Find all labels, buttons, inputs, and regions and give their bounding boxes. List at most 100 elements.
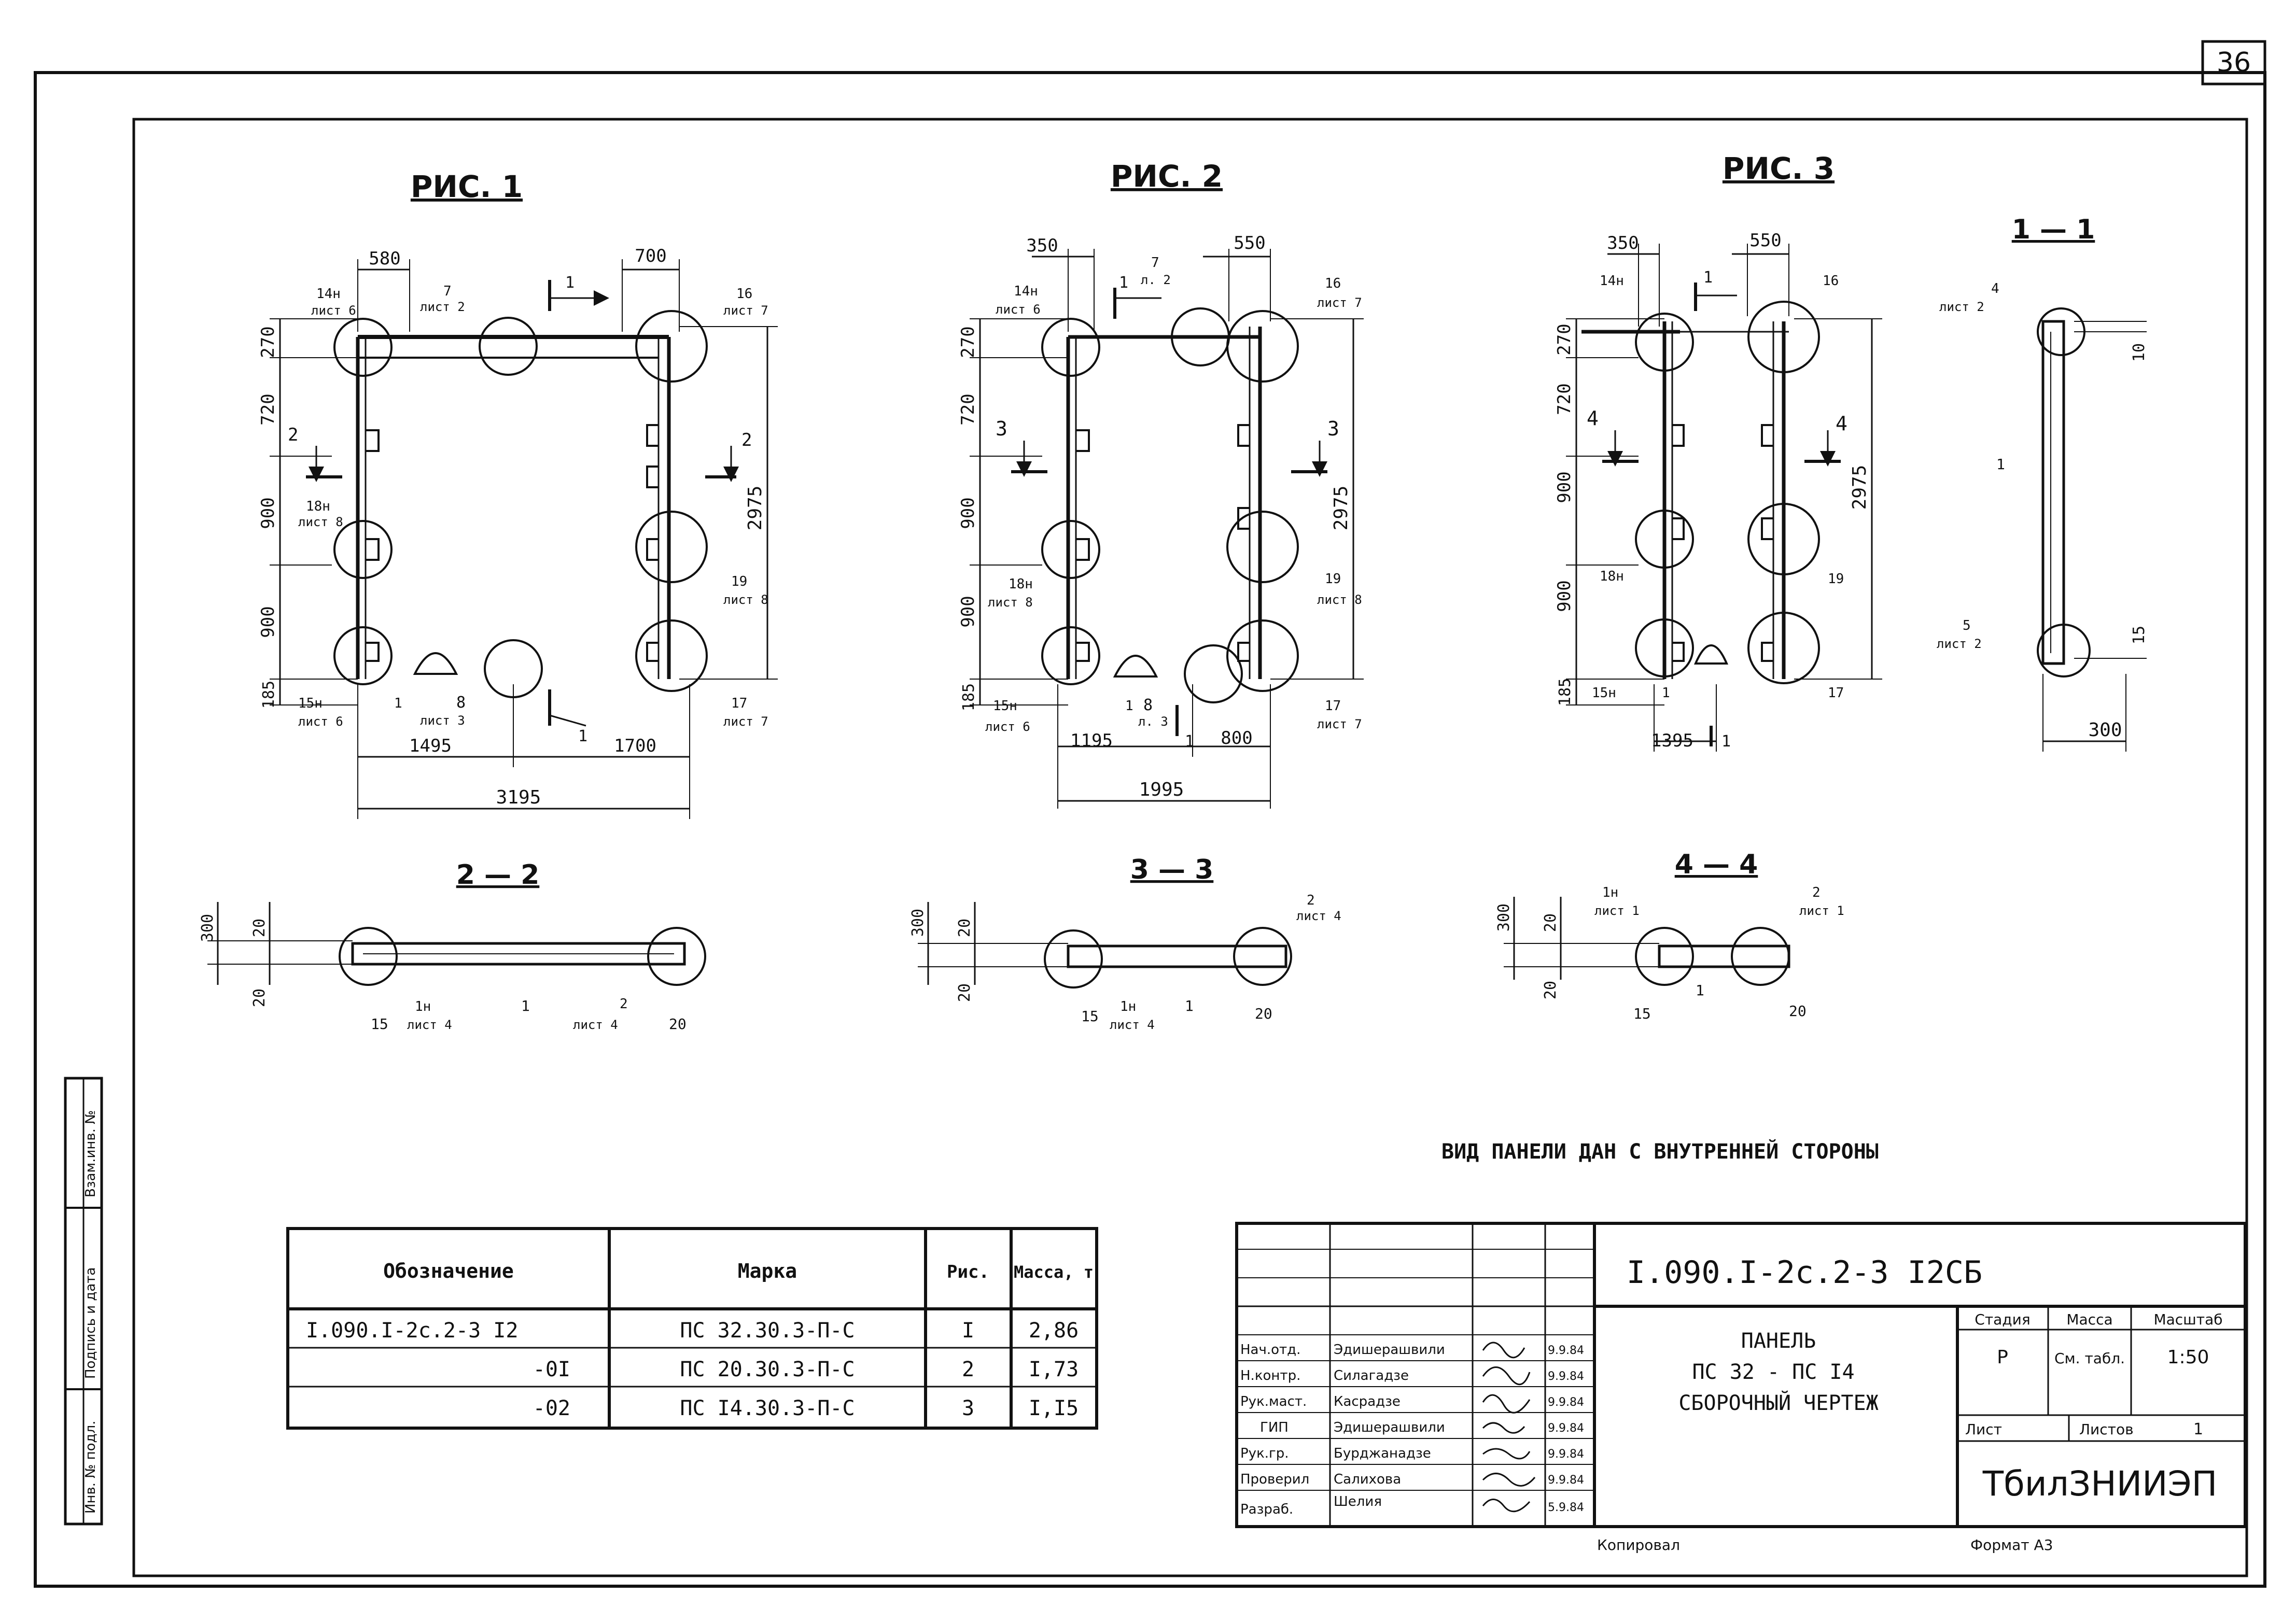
section-1-1-label-5-sheet: лист 2 [1937,637,1982,651]
fig3-callout-18n: 18н [1600,569,1624,584]
section-3-3-label-1: 1 [1185,997,1194,1014]
fig1-dim-top-1: 580 [369,248,400,269]
section-2-2-dim-20a: 20 [250,919,269,937]
tb-sheet-label: Лист [1965,1421,2002,1438]
fig2-cut-top: 1 [1119,274,1128,292]
section-2-2-title: 2 — 2 [456,859,540,891]
section-3-3: 3 — 3 300 20 20 2 лист 4 15 1н лист 4 1 … [909,854,1341,1032]
fig1-dim-left-1: 270 [258,326,278,358]
tb-stage: Р [1997,1347,2008,1368]
fig2-callout-8: 8 [1143,696,1153,714]
fig1-callout-19-sheet: лист 8 [723,592,768,607]
spec-table: Обозначение Марка Рис. Масса, т I.090.I-… [286,1227,1098,1430]
tb-date-2: 9.9.84 [1548,1370,1584,1383]
fig2-cut-bottom: 1 [1185,732,1194,751]
fig3-callout-16: 16 [1823,273,1839,289]
spec-row-2-fig: 2 [962,1358,974,1381]
section-4-4-dim-300: 300 [1495,904,1513,932]
fig2-dim-top-2: 550 [1234,233,1265,253]
tb-mass: См. табл. [2054,1350,2125,1367]
spec-row-3-fig: 3 [962,1396,974,1420]
tb-code: I.090.I-2с.2-3 I2СБ [1627,1254,1982,1291]
fig2-dim-height: 2975 [1331,486,1352,531]
fig2-dim-left-4: 900 [958,596,978,627]
tb-mass-label: Масса [2066,1311,2112,1328]
spec-header-mark: Марка [738,1260,797,1282]
fig1-dim-height: 2975 [745,486,766,531]
fig3-callout-15n: 15н [1592,685,1616,701]
fig3-callout-19: 19 [1828,571,1844,587]
spec-row-1-designation: I.090.I-2с.2-3 I2 [306,1319,518,1343]
tb-stage-label: Стадия [1975,1311,2030,1328]
section-2-2-label-15: 15 [371,1015,388,1033]
spec-row-3-mass: I,I5 [1029,1396,1079,1420]
fig1-callout-15n-sheet: лист 6 [298,714,343,729]
fig1-dim-left-2: 720 [258,393,278,425]
fig2-dim-left-5: 185 [960,683,978,711]
fig1-dim-total: 3195 [496,787,541,808]
fig1-dim-bottom-1: 1495 [409,736,452,756]
fig2-callout-19-sheet: лист 8 [1317,592,1362,607]
stamp-inv-no: Инв. № подл. [83,1421,99,1514]
fig3-dim-bottom-1: 1395 [1651,730,1693,751]
tb-role-6: Проверил [1240,1472,1309,1487]
fig3-callout-1: 1 [1662,685,1670,701]
tb-name-person-4: Эдишерашвили [1334,1420,1445,1435]
fig1-callout-7-sheet: лист 2 [420,300,465,314]
section-4-4-label-1: 1 [1696,982,1704,999]
fig1-callout-18n: 18н [306,499,330,514]
fig2-dim-left-2: 720 [958,393,978,425]
tb-name-person-1: Эдишерашвили [1334,1342,1445,1358]
section-3-3-label-1n-sheet: лист 4 [1110,1018,1155,1032]
fig2-callout-8-sheet: л. 3 [1138,714,1168,729]
fig1-title: РИС. 1 [411,169,523,204]
figure-3: РИС. 3 350 550 270 720 900 [1554,151,1882,752]
fig1-dim-bottom-2: 1700 [614,736,656,756]
tb-sheets: 1 [2193,1420,2203,1438]
tb-copied: Копировал [1597,1536,1680,1554]
fig1-dim-top-2: 700 [635,246,666,266]
fig2-callout-16-sheet: лист 7 [1317,295,1362,310]
tb-date-3: 9.9.84 [1548,1396,1584,1409]
tb-scale-label: Масштаб [2153,1311,2222,1328]
tb-role-2: Н.контр. [1240,1368,1300,1384]
fig2-callout-7: 7 [1151,255,1159,271]
section-3-3-dim-300: 300 [909,909,927,937]
outer-frame [34,71,2266,1588]
spec-row-3-mark: ПС I4.30.3-П-С [680,1396,855,1420]
section-2-2-dim-20r: 20 [669,1015,687,1033]
tb-name-person-7: Шелия [1334,1494,1382,1509]
spec-row-2-mark: ПС 20.30.3-П-С [680,1358,855,1381]
section-2-2-label-1n-sheet: лист 4 [407,1018,452,1032]
title-block: I.090.I-2с.2-3 I2СБ ПАНЕЛЬ ПС 32 - ПС I4… [1235,1222,2247,1528]
fig2-callout-18n: 18н [1009,576,1033,592]
tb-name-person-6: Салихова [1334,1472,1401,1487]
tb-role-7: Разраб. [1240,1502,1293,1517]
fig2-dim-top-1: 350 [1026,235,1058,256]
tb-date-1: 9.9.84 [1548,1344,1584,1357]
fig2-dim-bottom-2: 800 [1221,728,1252,749]
section-3-3-dim-20a: 20 [956,919,974,937]
section-4-4-dim-20b: 20 [1542,981,1560,999]
fig3-cut-bottom: 1 [1721,732,1731,751]
fig2-callout-18n-sheet: лист 8 [988,595,1033,610]
signature-scribbles [1482,1342,1536,1513]
fig3-cut-right: 4 [1836,412,1847,435]
fig2-title: РИС. 2 [1111,159,1223,194]
fig3-dim-left-5: 185 [1556,678,1574,706]
fig3-callout-14n: 14н [1600,273,1624,289]
section-4-4-label-1n-sheet: лист 1 [1594,904,1640,918]
fig1-callout-17-sheet: лист 7 [723,714,768,729]
section-4-4-dim-20r: 20 [1789,1003,1807,1020]
section-4-4-dim-20a: 20 [1542,913,1560,932]
tb-format: Формат А3 [1970,1536,2053,1554]
section-2-2-label-2: 2 [620,996,628,1012]
tb-name-person-2: Силагадзе [1334,1368,1409,1384]
fig1-callout-14n: 14н [316,286,341,302]
tb-role-5: Рук.гр. [1240,1446,1289,1461]
spec-row-1-mass: 2,86 [1029,1319,1079,1343]
tb-name-person-3: Касрадзе [1334,1394,1401,1409]
fig2-cut-left: 3 [996,417,1007,440]
fig1-dim-left-4: 900 [258,606,278,638]
section-3-3-label-15: 15 [1081,1008,1099,1025]
